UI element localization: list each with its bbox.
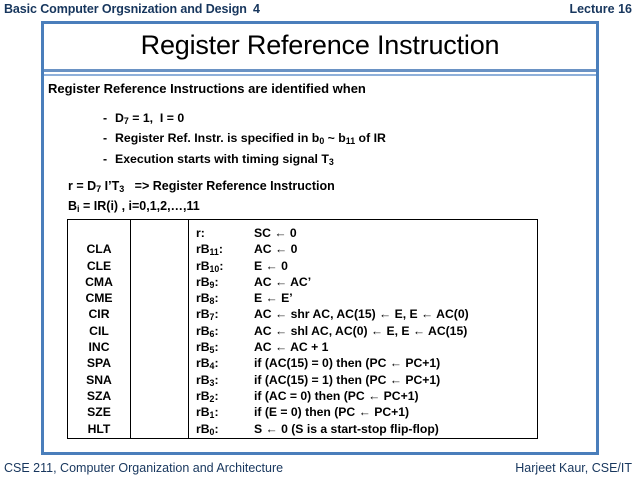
title-divider (44, 69, 596, 77)
table-cell-register-bit: rB5: (196, 340, 219, 355)
table-cell-mnemonic: CMA (85, 274, 113, 289)
table-cell-operation: E ← 0 (254, 258, 288, 273)
table-cell-register-bit: rB10: (196, 258, 224, 274)
table-cell-operation: AC ← 0 (254, 242, 298, 257)
bullet-list: -D7 = 1, I = 0 -Register Ref. Instr. is … (103, 110, 386, 171)
header-lecture-label: Lecture 16 (569, 2, 632, 16)
table-column-mnemonic: CLA CLE CMA CME CIR CIL INC SPA SNA SZA … (68, 225, 130, 437)
equation-block: r = D7 I’T3 => Register Reference Instru… (68, 178, 335, 219)
table-cell-mnemonic: CIR (88, 307, 110, 322)
table-cell-register-bit: rB0: (196, 421, 219, 437)
table-cell-operation: if (AC = 0) then (PC ← PC+1) (254, 388, 419, 403)
table-cell-register-bit: rB1: (196, 405, 219, 421)
table-cell-mnemonic: SNA (86, 372, 112, 387)
table-cell-register-bit: rB11: (196, 242, 223, 258)
equation-r-definition: r = D7 I’T3 => Register Reference Instru… (68, 179, 335, 194)
intro-text: Register Reference Instructions are iden… (48, 81, 366, 96)
table-cell-operation: AC ← shl AC, AC(0) ← E, E ← AC(15) (254, 323, 468, 338)
table-cell-mnemonic: SZE (87, 405, 111, 420)
table-cell-mnemonic: CLE (86, 258, 112, 273)
table-cell-mnemonic: INC (88, 340, 110, 355)
bullet-item-1: -D7 = 1, I = 0 (103, 111, 185, 126)
table-cell-register-bit: rB4: (196, 356, 219, 372)
table-cell-register-bit: rB8: (196, 291, 219, 307)
table-column-divider-1 (130, 220, 131, 438)
table-cell-mnemonic: SZA (86, 388, 112, 403)
table-cell-operation: E ← E’ (254, 291, 293, 306)
table-cell-register-bit: rB2: (196, 388, 219, 404)
table-cell-register-bit: rB9: (196, 274, 219, 290)
table-cell-mnemonic: SPA (86, 356, 112, 371)
table-column-operation: SC ← 0 AC ← 0 E ← 0 AC ← AC’ E ← E’ AC ←… (254, 225, 469, 437)
bullet-item-2: -Register Ref. Instr. is specified in b0… (103, 131, 386, 147)
footer-author-label: Harjeet Kaur, CSE/IT (515, 461, 632, 475)
slide-header: Basic Computer Orgsnization and Design 4… (0, 0, 638, 22)
table-column-register-bit: r: rB11: rB10: rB9: rB8: rB7: rB6: rB5: … (196, 225, 244, 437)
table-cell-operation: AC ← shr AC, AC(15) ← E, E ← AC(0) (254, 307, 469, 322)
table-cell-mnemonic: CLA (86, 242, 112, 257)
table-cell-register-bit: rB7: (196, 307, 219, 323)
table-cell-operation: AC ← AC + 1 (254, 340, 329, 355)
bullet-dash-icon: - (103, 111, 108, 125)
header-course-title: Basic Computer Orgsnization and Design (4, 2, 247, 16)
register-reference-instruction-table: CLA CLE CMA CME CIR CIL INC SPA SNA SZA … (67, 219, 538, 439)
table-cell-operation: S ← 0 (S is a start-stop flip-flop) (254, 421, 439, 436)
table-cell-operation: SC ← 0 (254, 226, 297, 240)
table-cell-mnemonic: CIL (89, 323, 109, 338)
table-cell-register-bit: rB3: (196, 372, 219, 388)
table-cell-register-bit: r: (196, 226, 205, 240)
page-title: Register Reference Instruction (140, 30, 500, 60)
footer-course-label: CSE 211, Computer Organization and Archi… (4, 461, 284, 475)
bullet-dash-icon: - (103, 131, 108, 146)
table-column-divider-2 (188, 220, 189, 438)
title-divider-thick-line (44, 69, 596, 72)
table-cell-register-bit: rB6: (196, 323, 219, 339)
table-cell-operation: if (AC(15) = 0) then (PC ← PC+1) (254, 356, 441, 371)
table-cell-operation: if (E = 0) then (PC ← PC+1) (254, 405, 410, 420)
table-cell-operation: if (AC(15) = 1) then (PC ← PC+1) (254, 372, 441, 387)
equation-b-definition: Bi = IR(i) , i=0,1,2,…,11 (68, 199, 200, 215)
bullet-dash-icon: - (103, 151, 108, 166)
table-cell-mnemonic: HLT (87, 421, 111, 436)
table-cell-operation: AC ← AC’ (254, 274, 312, 289)
table-cell-mnemonic: CME (85, 291, 113, 306)
header-page-number: 4 (253, 2, 260, 16)
bullet-item-3: -Execution starts with timing signal T3 (103, 151, 334, 167)
title-divider-thin-line (44, 74, 596, 76)
